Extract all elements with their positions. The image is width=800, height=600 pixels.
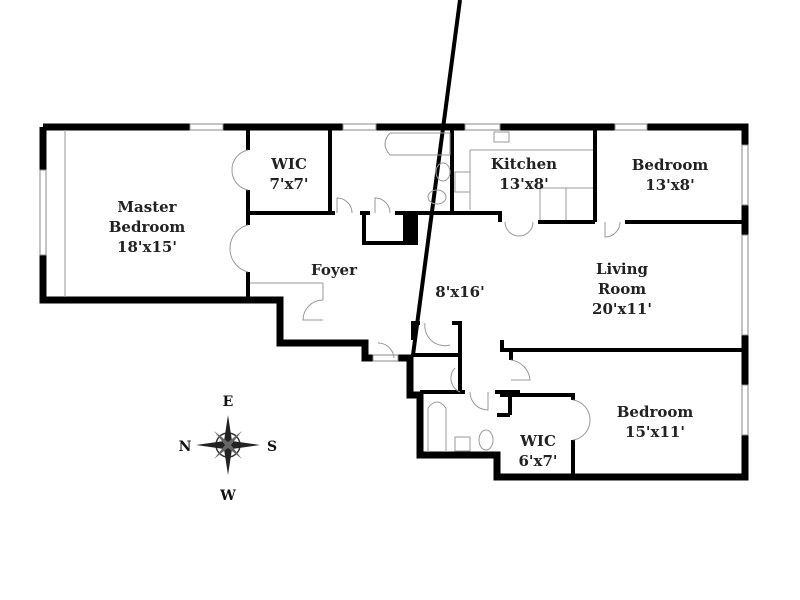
room-name: WIC bbox=[520, 432, 556, 450]
toilet bbox=[427, 189, 447, 205]
room-name: Bedroom bbox=[631, 156, 709, 174]
bathtub-top bbox=[384, 132, 451, 156]
column bbox=[403, 213, 415, 243]
room-name: Bedroom bbox=[616, 403, 694, 421]
compass-label-north: N bbox=[178, 439, 192, 455]
kitchen-sink bbox=[493, 131, 510, 143]
room-size: 15'x11' bbox=[625, 423, 685, 441]
exterior-walls bbox=[39, 123, 749, 481]
room-label-wic: WIC 7'x7' bbox=[269, 154, 308, 194]
room-label-master-bedroom: Master Bedroom 18'x15' bbox=[109, 197, 186, 257]
room-name: WIC bbox=[271, 155, 307, 173]
compass-label-east: E bbox=[222, 394, 234, 410]
doors bbox=[64, 130, 621, 441]
stove bbox=[454, 171, 471, 193]
room-size: 13'x8' bbox=[499, 175, 549, 193]
room-name: Kitchen bbox=[490, 155, 558, 173]
room-label-wic-bottom: WIC 6'x7' bbox=[518, 431, 557, 471]
room-size-foyer: 8'x16' bbox=[435, 283, 485, 301]
windows bbox=[39, 123, 749, 436]
room-size: 13'x8' bbox=[645, 176, 695, 194]
compass-label-south: S bbox=[266, 439, 278, 455]
room-label-foyer: Foyer bbox=[311, 261, 357, 279]
room-name: Master bbox=[117, 198, 177, 216]
room-size: 6'x7' bbox=[518, 452, 558, 470]
sink-bottom bbox=[454, 436, 471, 452]
room-label-living-room: Living Room 20'x11' bbox=[592, 259, 652, 319]
room-name: Room bbox=[597, 280, 647, 298]
bathtub-bottom bbox=[427, 401, 447, 452]
toilet-bottom bbox=[478, 429, 494, 451]
room-size: 7'x7' bbox=[269, 175, 309, 193]
room-label-kitchen: Kitchen 13'x8' bbox=[491, 154, 557, 194]
room-name: Bedroom bbox=[108, 218, 186, 236]
fixtures bbox=[384, 131, 593, 452]
compass-rose-icon bbox=[196, 415, 260, 475]
compass-label-west: W bbox=[220, 488, 236, 504]
room-label-bedroom-top: Bedroom 13'x8' bbox=[632, 155, 709, 195]
room-size: 18'x15' bbox=[117, 238, 177, 256]
room-label-bedroom-bottom: Bedroom 15'x11' bbox=[617, 402, 694, 442]
room-size: 20'x11' bbox=[592, 300, 652, 318]
room-name: Living bbox=[595, 260, 649, 278]
sink bbox=[435, 162, 451, 182]
interior-walls bbox=[246, 0, 745, 477]
